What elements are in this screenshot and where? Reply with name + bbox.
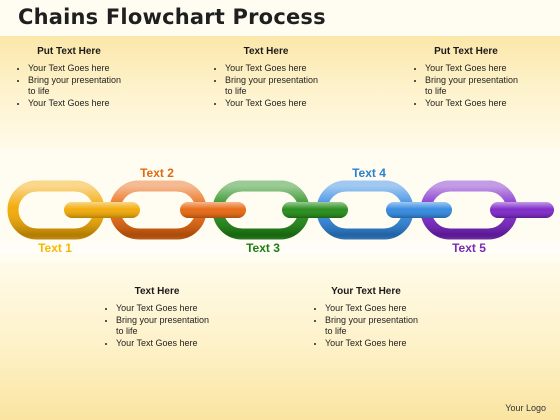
bullet-item: Your Text Goes here xyxy=(116,303,216,314)
bullet-item: Your Text Goes here xyxy=(425,98,525,109)
text-box-top-2: Text Here Your Text Goes here Bring your… xyxy=(207,46,325,109)
text-box-bottom-2: Your Text Here Your Text Goes here Bring… xyxy=(307,286,425,349)
connector-2 xyxy=(180,202,246,218)
bullet-list: Your Text Goes here Bring your presentat… xyxy=(207,63,325,109)
bullet-item: Bring your presentation to life xyxy=(225,75,325,98)
text-box-heading: Text Here xyxy=(134,286,180,297)
text-box-heading: Put Text Here xyxy=(434,46,498,57)
bullet-item: Your Text Goes here xyxy=(325,303,425,314)
text-box-heading: Put Text Here xyxy=(37,46,101,57)
bullet-item: Your Text Goes here xyxy=(116,338,216,349)
chain-reflection xyxy=(0,236,560,254)
bullet-list: Your Text Goes here Bring your presentat… xyxy=(407,63,525,109)
connector-3 xyxy=(282,202,348,218)
text-box-heading: Text Here xyxy=(243,46,289,57)
bullet-item: Bring your presentation to life xyxy=(325,315,425,338)
link-label-4: Text 4 xyxy=(352,166,386,180)
connector-5 xyxy=(490,202,554,218)
link-label-3: Text 3 xyxy=(246,241,280,255)
bullet-list: Your Text Goes here Bring your presentat… xyxy=(10,63,128,109)
page-title: Chains Flowchart Process xyxy=(18,5,326,29)
text-box-top-3: Put Text Here Your Text Goes here Bring … xyxy=(407,46,525,109)
bullet-item: Your Text Goes here xyxy=(425,63,525,74)
text-box-heading: Your Text Here xyxy=(331,286,401,297)
logo-placeholder: Your Logo xyxy=(505,403,546,413)
bullet-item: Your Text Goes here xyxy=(225,98,325,109)
link-label-5: Text 5 xyxy=(452,241,486,255)
bullet-item: Bring your presentation to life xyxy=(425,75,525,98)
bullet-item: Bring your presentation to life xyxy=(28,75,128,98)
bullet-list: Your Text Goes here Bring your presentat… xyxy=(307,303,425,349)
bottom-band xyxy=(0,262,560,420)
text-box-bottom-1: Text Here Your Text Goes here Bring your… xyxy=(98,286,216,349)
bullet-item: Your Text Goes here xyxy=(325,338,425,349)
connector-4 xyxy=(386,202,452,218)
bullet-item: Your Text Goes here xyxy=(28,63,128,74)
bullet-list: Your Text Goes here Bring your presentat… xyxy=(98,303,216,349)
text-box-top-1: Put Text Here Your Text Goes here Bring … xyxy=(10,46,128,109)
bullet-item: Bring your presentation to life xyxy=(116,315,216,338)
bullet-item: Your Text Goes here xyxy=(225,63,325,74)
bullet-item: Your Text Goes here xyxy=(28,98,128,109)
link-label-2: Text 2 xyxy=(140,166,174,180)
link-label-1: Text 1 xyxy=(38,241,72,255)
connector-1 xyxy=(64,202,140,218)
top-band xyxy=(0,36,560,150)
